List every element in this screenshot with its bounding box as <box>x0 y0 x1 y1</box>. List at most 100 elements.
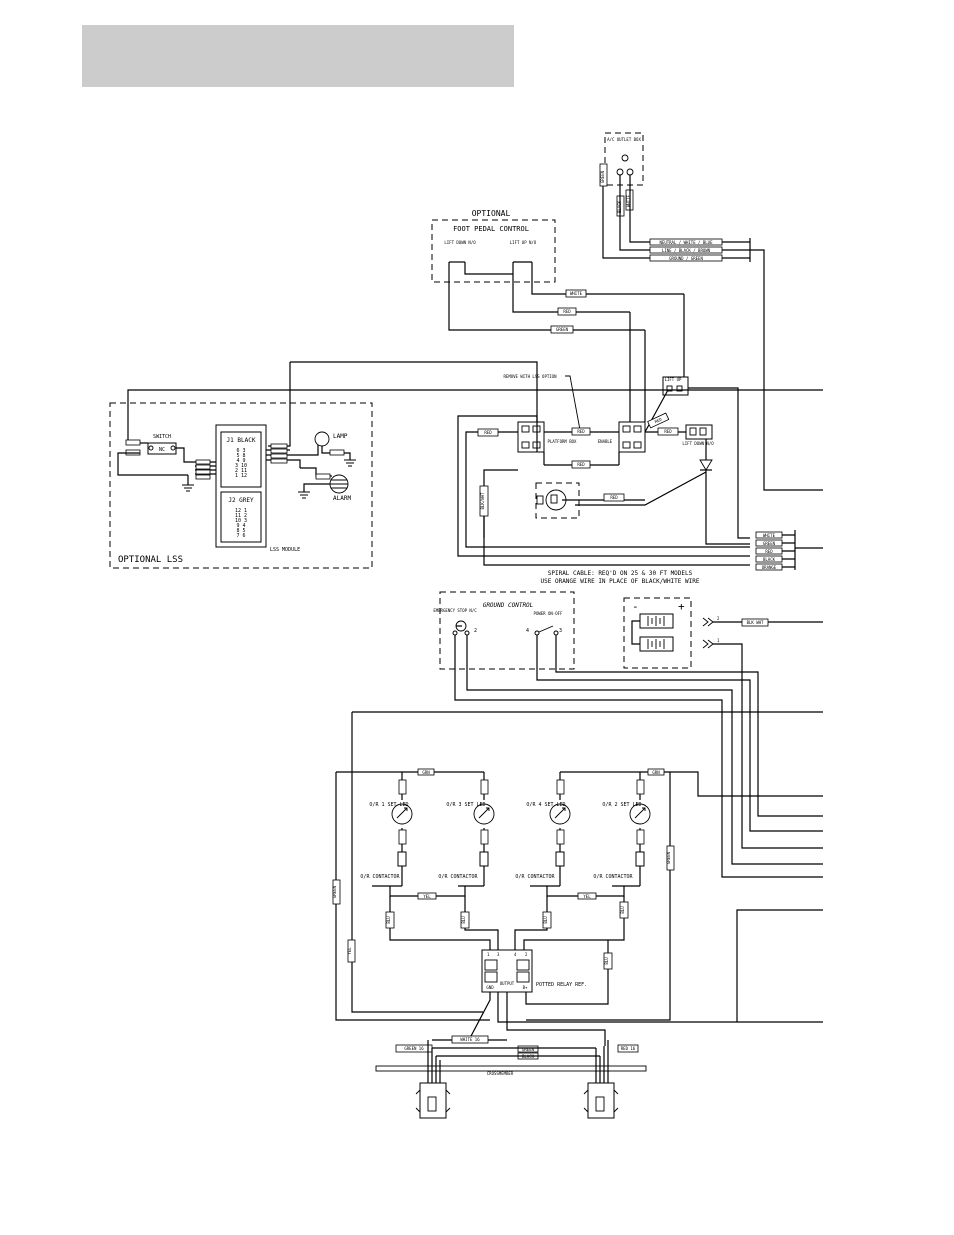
lss-j1-pin-1: 6 3 <box>236 448 245 454</box>
crossmember-left: GREEN 16 <box>404 1046 424 1051</box>
lift-down-label: LIFT DOWN N/O <box>682 441 714 446</box>
header-bar <box>82 25 514 87</box>
potted-relay-label: POTTED RELAY REF. <box>536 982 587 988</box>
relay-green-right: GREEN <box>666 851 671 864</box>
pedal-wire-white: WHITE <box>570 291 583 296</box>
lss-j2-pin-3: 10 3 <box>235 518 247 524</box>
optional-lss: OPTIONAL LSS SWITCH NC J1 BLACK J2 GREY … <box>109 362 823 569</box>
lss-j1-pin-5: 2 11 <box>235 468 247 474</box>
red-wire-1: RED <box>577 429 585 434</box>
spiral-wire-5: ORANGE <box>762 565 777 570</box>
power-label: POWER ON-OFF <box>534 611 563 616</box>
lss-module-label: LSS MODULE <box>270 547 300 553</box>
relay-output: OUTPUT <box>500 981 515 986</box>
pedal-wire-green: GREEN <box>556 327 569 332</box>
blk-wht-label: BLK/WHT <box>480 492 485 509</box>
foot-pedal-title-1: OPTIONAL <box>472 209 511 218</box>
crossmember-right: RED 16 <box>621 1046 636 1051</box>
battery-minus: - <box>632 600 639 613</box>
platform-control-area: REMOVE WITH LSS OPTION PLATFORM BOX ENAB… <box>290 361 750 566</box>
enable-label: ENABLE <box>598 439 613 444</box>
battery-box: - + 2 1 BLK WHT <box>623 597 823 849</box>
battery-wire-label: BLK WHT <box>747 620 764 625</box>
supply-wire-3: GROUND / GREEN <box>669 256 703 261</box>
supply-wire-1: NEUTRAL / WHITE / BLUE <box>660 240 714 245</box>
red-wire-6: RED <box>664 429 672 434</box>
crossmember: GREEN 16 WHITE 16 GREEN BLACK RED 16 CRO… <box>375 1035 647 1119</box>
red-wire-2: RED <box>577 462 585 467</box>
battery-plus: + <box>678 600 685 613</box>
spiral-wire-2: GREEN <box>763 541 776 546</box>
red-wire-5: RED <box>654 416 663 424</box>
spiral-note-2: USE ORANGE WIRE IN PLACE OF BLACK/WHITE … <box>541 578 700 585</box>
lss-j2-pin-2: 11 2 <box>235 513 247 519</box>
blu-wire-5: BLU <box>604 957 609 965</box>
spiral-wire-3: RED <box>765 549 773 554</box>
lss-nc-label: NC <box>159 447 165 453</box>
ac-outlet-box: A/C OUTLET BOX GREEN BLACK WHITE NEUTRAL… <box>599 132 823 491</box>
ground-control-title: GROUND CONTROL <box>483 602 534 609</box>
pedal-wire-red: RED <box>563 309 571 314</box>
remove-note: REMOVE WITH LSS OPTION <box>504 374 558 379</box>
foot-pedal-sw1: LIFT DOWN N/O <box>444 240 476 245</box>
gc-pin-3: 3 <box>559 628 562 634</box>
lss-j1-label: J1 BLACK <box>227 437 256 444</box>
red-wire-3: RED <box>484 430 492 435</box>
led-3-label: O/R 4 SET LED <box>526 802 565 808</box>
contactor-4-label: O/R CONTACTOR <box>593 874 633 880</box>
lss-switch-label: SWITCH <box>153 434 171 440</box>
lss-j1-pin-2: 5 8 <box>236 453 245 459</box>
lss-j2-pin-6: 7 6 <box>236 533 245 539</box>
lss-j2-pin-4: 9 4 <box>236 523 245 529</box>
blu-wire-1: BLU <box>386 916 391 924</box>
crossmember-label: CROSSMEMBER <box>487 1071 514 1076</box>
led-1-label: O/R 1 SET LED <box>369 802 408 808</box>
ground-control: GROUND CONTROL EMERGENCY STOP N/C POWER … <box>433 591 823 878</box>
lss-lamp-label: LAMP <box>333 433 348 440</box>
ac-left-wire: GREEN <box>600 170 605 183</box>
foot-pedal-title-2: FOOT PEDAL CONTROL <box>453 225 529 233</box>
lss-title: OPTIONAL LSS <box>118 555 183 565</box>
led-2-label: O/R 3 SET LED <box>446 802 485 808</box>
relay-top-wire-left: GRN <box>422 770 430 775</box>
crossmember-white: WHITE 16 <box>460 1037 480 1042</box>
gc-pin-4: 4 <box>526 628 529 634</box>
foot-pedal-control: OPTIONAL FOOT PEDAL CONTROL LIFT DOWN N/… <box>431 209 685 422</box>
relay-section: GRN GRN GREEN YEL GREEN O/R 1 SET LED O/… <box>332 711 823 1046</box>
lss-j2-pin-1: 12 1 <box>235 508 247 514</box>
lss-j1-pin-3: 4 9 <box>236 458 245 464</box>
relay-b-plus: B+ <box>523 985 528 990</box>
spiral-wire-1: WHITE <box>763 533 776 538</box>
relay-yel-left: YEL <box>347 947 352 955</box>
gc-pin-2: 2 <box>474 628 477 634</box>
ac-right-wire: WHITE <box>626 194 631 207</box>
lss-j1-pin-4: 3 10 <box>235 463 247 469</box>
blu-wire-3: BLU <box>543 916 548 924</box>
contactor-yel-2: YEL <box>583 894 591 899</box>
relay-pin-4: 4 <box>514 952 517 957</box>
red-wire-4: RED <box>610 495 618 500</box>
battery-n2: 2 <box>717 616 720 621</box>
spiral-wire-4: BLACK <box>763 557 776 562</box>
contactor-yel-1: YEL <box>423 894 431 899</box>
blu-wire-4: BLU <box>620 906 625 914</box>
spiral-note-1: SPIRAL CABLE: REQ'D ON 25 & 30 FT MODELS <box>548 570 693 577</box>
relay-gnd: GND <box>486 985 494 990</box>
ac-outlet-label: A/C OUTLET BOX <box>607 137 641 142</box>
supply-wire-2: LINE / BLACK / BROWN <box>662 248 711 253</box>
battery-n1: 1 <box>717 638 720 643</box>
estop-label: EMERGENCY STOP N/C <box>433 608 477 613</box>
lss-j2-pin-5: 8 5 <box>236 528 245 534</box>
lss-alarm-label: ALARM <box>333 495 351 502</box>
crossmember-green: GREEN <box>522 1047 535 1052</box>
relay-pin-2: 2 <box>525 952 528 957</box>
contactor-1-label: O/R CONTACTOR <box>360 874 400 880</box>
lss-j1-pin-6: 1 12 <box>235 473 247 479</box>
contactor-2-label: O/R CONTACTOR <box>438 874 478 880</box>
relay-green-left: GREEN <box>332 885 337 898</box>
platform-box-label: PLATFORM BOX <box>548 439 577 444</box>
relay-pin-1: 1 <box>487 952 490 957</box>
lift-up-label: LIFT UP <box>665 377 682 382</box>
relay-top-wire-right: GRN <box>652 770 660 775</box>
